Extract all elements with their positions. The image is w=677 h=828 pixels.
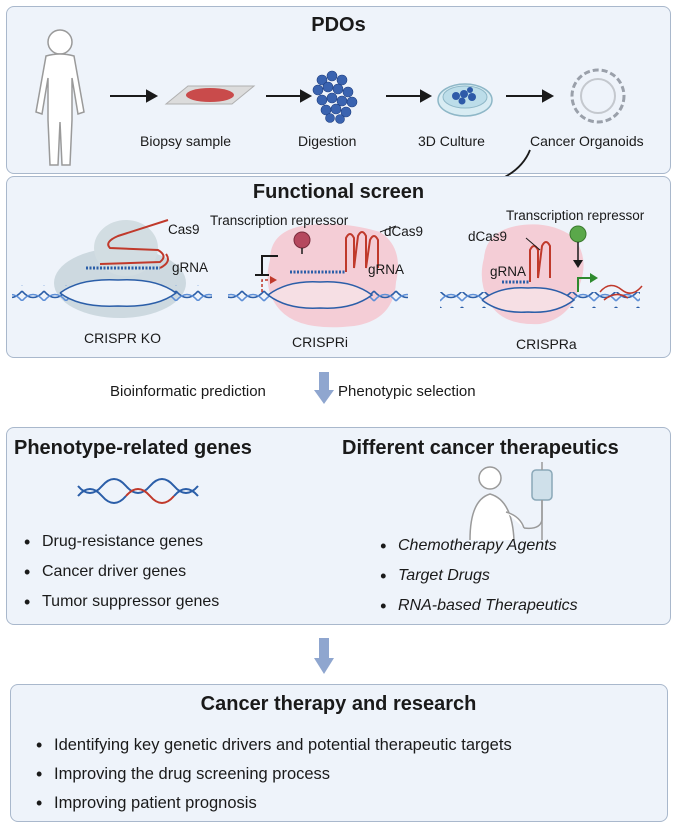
- research-list-item: Improving patient prognosis: [32, 793, 512, 814]
- pdos-step-label: Digestion: [298, 133, 357, 149]
- crispri-caption: CRISPRi: [292, 334, 349, 350]
- crispri-diagram: [228, 224, 408, 328]
- pdos-step-label: Cancer Organoids: [530, 133, 644, 149]
- crispri-repressor-label: Transcription repressor: [210, 213, 349, 228]
- therapeutics-title: Different cancer therapeutics: [342, 437, 619, 459]
- genes-list-item: Tumor suppressor genes: [20, 592, 219, 613]
- crispri-grna-label: gRNA: [368, 262, 405, 277]
- crispra-grna-label: gRNA: [490, 264, 527, 279]
- genes-list-item: Cancer driver genes: [20, 562, 219, 583]
- ko-grna-label: gRNA: [172, 260, 209, 275]
- crispri-dcas9-label: dCas9: [384, 224, 424, 239]
- patient-iv-icon: [469, 462, 553, 541]
- research-title: Cancer therapy and research: [200, 693, 477, 715]
- therapeutics-list-item: RNA-based Therapeutics: [376, 596, 578, 617]
- crispra-caption: CRISPRa: [516, 336, 577, 352]
- crispra-diagram: [440, 224, 643, 325]
- pdos-step-label: Biopsy sample: [140, 133, 232, 149]
- digestion-cells-icon: [312, 70, 358, 124]
- genes-title: Phenotype-related genes: [14, 437, 252, 459]
- ko-cas9-label: Cas9: [168, 222, 200, 237]
- pdos-title: PDOs: [311, 14, 366, 36]
- biopsy-sample-icon: [164, 85, 256, 105]
- bioinformatic-prediction-label: Bioinformatic prediction: [110, 383, 266, 400]
- genes-list: Drug-resistance genes Cancer driver gene…: [20, 532, 219, 623]
- human-figure-icon: [35, 29, 85, 166]
- ko-caption: CRISPR KO: [84, 330, 162, 346]
- organoid-icon: [570, 68, 626, 124]
- crispr-ko-diagram: [12, 219, 212, 318]
- culture-dish-icon: [437, 83, 493, 117]
- phenotypic-selection-label: Phenotypic selection: [338, 383, 476, 400]
- crispra-dcas9-label: dCas9: [468, 229, 508, 244]
- therapeutics-list: Chemotherapy Agents Target Drugs RNA-bas…: [376, 536, 578, 627]
- functional-screen-title: Functional screen: [252, 181, 425, 203]
- research-list: Identifying key genetic drivers and pote…: [32, 735, 512, 825]
- therapeutics-list-item: Target Drugs: [376, 566, 578, 587]
- therapeutics-list-item: Chemotherapy Agents: [376, 536, 578, 557]
- research-list-item: Identifying key genetic drivers and pote…: [32, 735, 512, 756]
- research-list-item: Improving the drug screening process: [32, 764, 512, 785]
- genes-therapeutics-panel: [6, 427, 671, 625]
- dna-helix-icon: [77, 478, 199, 504]
- genes-list-item: Drug-resistance genes: [20, 532, 219, 553]
- pdos-step-label: 3D Culture: [418, 133, 485, 149]
- crispra-repressor-label: Transcription repressor: [506, 208, 645, 223]
